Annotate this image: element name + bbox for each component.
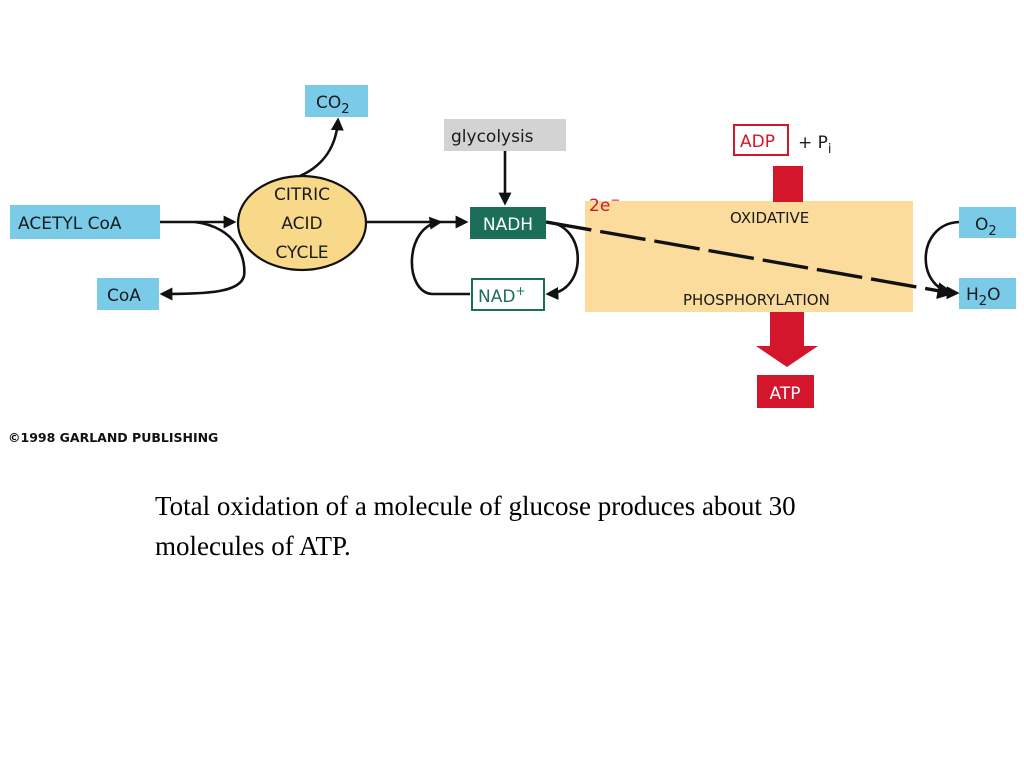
metabolism-diagram: CO2 ACETYL CoA CoA CITRIC ACID CYCLE gly… <box>8 85 1016 445</box>
atp-output-arrow <box>756 312 818 367</box>
glycolysis-box: glycolysis <box>444 119 566 151</box>
adp-box: ADP <box>733 124 789 156</box>
caption-text: Total oxidation of a molecule of glucose… <box>155 491 796 561</box>
nadh-regeneration-loop-left <box>410 216 470 296</box>
copyright-notice: ©1998 GARLAND PUBLISHING <box>8 430 218 445</box>
nad-plus-box: NAD+ <box>471 278 545 311</box>
pi-subscript: i <box>828 142 832 157</box>
glycolysis-label: glycolysis <box>451 127 534 147</box>
atp-box: ATP <box>757 375 814 408</box>
o2-to-h2o-loop <box>924 220 960 300</box>
h2o-subscript: 2 <box>979 294 987 309</box>
coa-label: CoA <box>107 286 141 306</box>
adp-input-arrow <box>773 166 803 202</box>
cycle-line-1: CITRIC <box>274 185 330 205</box>
oxidative-phosphorylation-box: OXIDATIVE PHOSPHORYLATION <box>585 201 913 312</box>
cycle-to-coa-arrow <box>159 220 246 301</box>
adp-label: ADP <box>740 132 775 152</box>
o2-box: O2 <box>959 207 1016 239</box>
nadh-box: NADH <box>470 207 546 239</box>
nadh-to-nad-loop-right <box>545 220 579 300</box>
co2-box: CO2 <box>305 85 368 117</box>
electrons-label: 2e <box>589 196 610 216</box>
oxidative-label: OXIDATIVE <box>730 209 809 227</box>
atp-label: ATP <box>770 384 801 404</box>
svg-text:H2O: H2O <box>966 285 1000 309</box>
svg-text:O2: O2 <box>975 215 997 239</box>
nadh-label: NADH <box>483 215 533 235</box>
h2o-label-o: O <box>987 285 1000 305</box>
nad-superscript: + <box>515 284 525 298</box>
o2-subscript: 2 <box>988 224 996 239</box>
coa-box: CoA <box>97 278 159 310</box>
co2-subscript: 2 <box>341 102 349 117</box>
electrons-superscript: − <box>610 193 620 207</box>
h2o-box: H2O <box>959 278 1016 309</box>
acetyl-coa-label: ACETYL CoA <box>18 214 122 234</box>
citric-acid-cycle: CITRIC ACID CYCLE <box>236 174 368 272</box>
svg-text:+ Pi: + Pi <box>798 133 832 157</box>
acetyl-coa-box: ACETYL CoA <box>10 205 160 239</box>
svg-text:2e−: 2e− <box>589 193 620 216</box>
o2-label: O <box>975 215 988 235</box>
cycle-line-3: CYCLE <box>275 243 328 263</box>
nad-label: NAD <box>478 287 515 307</box>
cycle-line-2: ACID <box>281 214 322 234</box>
electron-transport-arrow <box>545 220 955 300</box>
cycle-to-co2-arrow <box>299 117 344 178</box>
co2-label: CO <box>316 93 341 113</box>
pi-label: + P <box>798 133 828 153</box>
svg-text:NAD+: NAD+ <box>478 284 526 307</box>
svg-text:CO2: CO2 <box>316 93 350 117</box>
h2o-label-h: H <box>966 285 979 305</box>
phosphorylation-label: PHOSPHORYLATION <box>683 291 830 309</box>
